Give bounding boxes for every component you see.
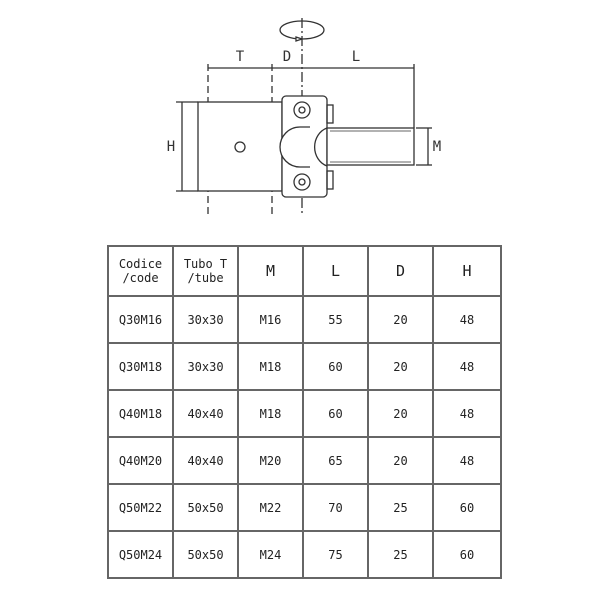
ball-socket [279, 126, 310, 168]
table-cell: 40x40 [172, 389, 239, 438]
table-cell: Q30M18 [107, 342, 174, 391]
table-cell: 48 [432, 389, 502, 438]
table-cell: M18 [237, 389, 304, 438]
header-tube: Tubo T/tube [172, 245, 239, 297]
ball-joint [313, 127, 328, 167]
table-cell: 75 [302, 530, 369, 579]
table-cell: 25 [367, 483, 434, 532]
table-cell: 50x50 [172, 483, 239, 532]
table-cell: 25 [367, 530, 434, 579]
table-cell: 48 [432, 436, 502, 485]
dim-L-label: L [351, 49, 361, 65]
header-H: H [432, 245, 502, 297]
table-cell: Q50M24 [107, 530, 174, 579]
header-L: L [302, 245, 369, 297]
table-cell: 20 [367, 342, 434, 391]
table-cell: 30x30 [172, 342, 239, 391]
header-code: Codice/code [107, 245, 174, 297]
table-cell: 20 [367, 295, 434, 344]
threaded-rod [326, 127, 415, 166]
table-cell: Q40M18 [107, 389, 174, 438]
table-cell: 60 [302, 342, 369, 391]
tube-body [197, 101, 283, 192]
table-cell: M16 [237, 295, 304, 344]
screw-top [293, 101, 311, 119]
table-cell: 20 [367, 436, 434, 485]
header-M: M [237, 245, 304, 297]
table-cell: 55 [302, 295, 369, 344]
rotation-arrow [295, 36, 305, 42]
table-cell: Q30M16 [107, 295, 174, 344]
table-cell: 48 [432, 295, 502, 344]
dim-H-label: H [166, 139, 176, 155]
dim-M-label: M [432, 139, 442, 155]
table-cell: M24 [237, 530, 304, 579]
technical-drawing [176, 18, 432, 215]
table-cell: Q40M20 [107, 436, 174, 485]
table-cell: 20 [367, 389, 434, 438]
table-cell: 65 [302, 436, 369, 485]
cap-tab [326, 104, 334, 124]
table-cell: 48 [432, 342, 502, 391]
table-cell: 60 [432, 483, 502, 532]
table-cell: Q50M22 [107, 483, 174, 532]
table-cell: M18 [237, 342, 304, 391]
header-D: D [367, 245, 434, 297]
body-hole [234, 141, 246, 153]
table-cell: 70 [302, 483, 369, 532]
table-cell: 40x40 [172, 436, 239, 485]
table-cell: M22 [237, 483, 304, 532]
screw-bottom [293, 173, 311, 191]
table-cell: M20 [237, 436, 304, 485]
dim-T-label: T [235, 49, 245, 65]
dim-D-label: D [282, 49, 292, 65]
cap-tab [326, 170, 334, 190]
table-cell: 30x30 [172, 295, 239, 344]
table-cell: 50x50 [172, 530, 239, 579]
table-cell: 60 [302, 389, 369, 438]
table-header-row: Codice/code Tubo T/tube M L D H [107, 245, 502, 297]
table-cell: 60 [432, 530, 502, 579]
